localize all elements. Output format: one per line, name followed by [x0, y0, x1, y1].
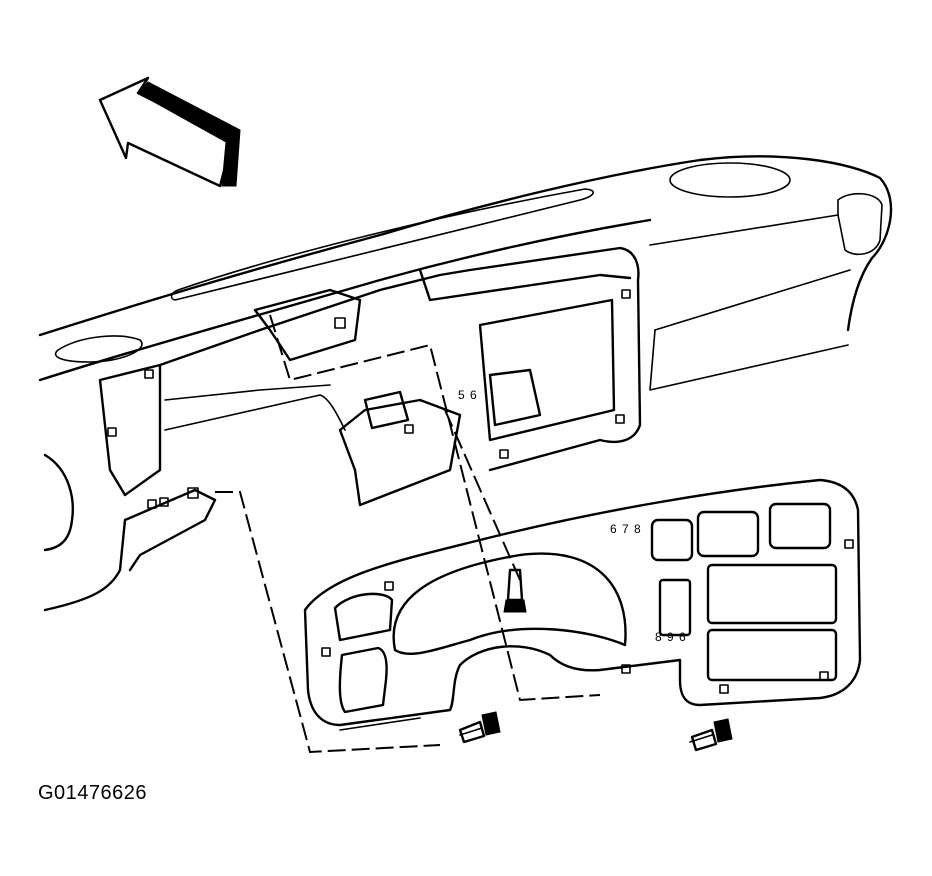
callout-cluster-right: 8 9 6 [655, 630, 687, 644]
figure-code: G01476626 [38, 782, 148, 804]
callout-carrier: 5 6 [458, 388, 478, 402]
screw-lower-left [458, 711, 501, 744]
callout-cluster-upper: 6 7 8 [610, 522, 642, 536]
front-direction-arrow [98, 76, 241, 188]
screw-upper-center [503, 568, 527, 613]
instrument-panel-carrier [38, 155, 893, 612]
leader-lines [215, 314, 601, 754]
instrument-cluster-bezel [303, 478, 862, 731]
screw-lower-right [689, 718, 733, 752]
